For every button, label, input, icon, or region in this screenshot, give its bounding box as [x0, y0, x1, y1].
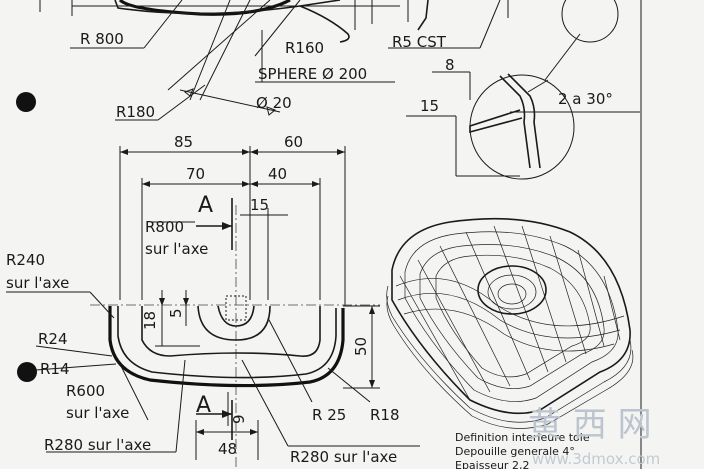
- detail-view: [406, 0, 640, 180]
- label-d70: 70: [186, 165, 205, 183]
- label-r24: R24: [38, 330, 68, 348]
- watermark-url: www.3dmox.com: [532, 450, 660, 468]
- drawing-notes: Definition interieure tole Depouille gen…: [455, 431, 590, 469]
- label-section-a-top: A: [198, 193, 213, 218]
- label-d40: 40: [268, 165, 287, 183]
- label-r600-1: R600: [66, 382, 105, 400]
- label-r5cst: R5 CST: [392, 33, 447, 51]
- punch-hole-bottom: [17, 362, 37, 382]
- label-r280-left: R280 sur l'axe: [44, 436, 151, 454]
- note-line-2: Depouille generale 4°: [455, 445, 575, 458]
- main-section-view: [6, 146, 420, 469]
- label-r240-1: R240: [6, 251, 45, 269]
- label-sphere: SPHERE Ø 200: [258, 65, 367, 83]
- label-d15: 15: [250, 196, 269, 214]
- label-r800-top: R 800: [80, 30, 124, 48]
- label-d20: Ø 20: [256, 94, 292, 112]
- label-d5: 5: [167, 308, 185, 318]
- label-r14: R14: [40, 360, 70, 378]
- label-d15-detail: 15: [420, 97, 439, 115]
- label-r160: R160: [285, 39, 324, 57]
- label-r600-2: sur l'axe: [66, 404, 129, 422]
- label-d48: 48: [218, 440, 237, 458]
- label-d18: 18: [141, 311, 159, 330]
- top-section-view: [39, 0, 509, 121]
- label-section-a-bottom: A: [196, 393, 211, 418]
- label-d8: 8: [445, 56, 455, 74]
- label-d9: 9: [230, 414, 248, 424]
- label-r240-2: sur l'axe: [6, 274, 69, 292]
- dimension-labels: R 800 R160 R5 CST SPHERE Ø 200 R180 Ø 20…: [6, 30, 613, 466]
- label-d50: 50: [352, 337, 370, 356]
- label-r800-axe-2: sur l'axe: [145, 240, 208, 258]
- label-r18: R18: [370, 406, 400, 424]
- wireframe-3d-view: [386, 217, 634, 429]
- label-r180: R180: [116, 103, 155, 121]
- watermark-chars: 黄 西 网: [528, 405, 652, 445]
- note-line-3: Epaisseur 2,2: [455, 459, 529, 469]
- label-draft-angle: 2 a 30°: [558, 90, 613, 108]
- label-r800-axe-1: R800: [145, 218, 184, 236]
- label-r25: R 25: [312, 406, 346, 424]
- label-r280-right: R280 sur l'axe: [290, 448, 397, 466]
- note-line-1: Definition interieure tole: [455, 431, 590, 444]
- label-d60: 60: [284, 133, 303, 151]
- watermark: 黄 西 网 www.3dmox.com: [528, 405, 660, 468]
- label-d85: 85: [174, 133, 193, 151]
- punch-hole-top: [16, 92, 36, 112]
